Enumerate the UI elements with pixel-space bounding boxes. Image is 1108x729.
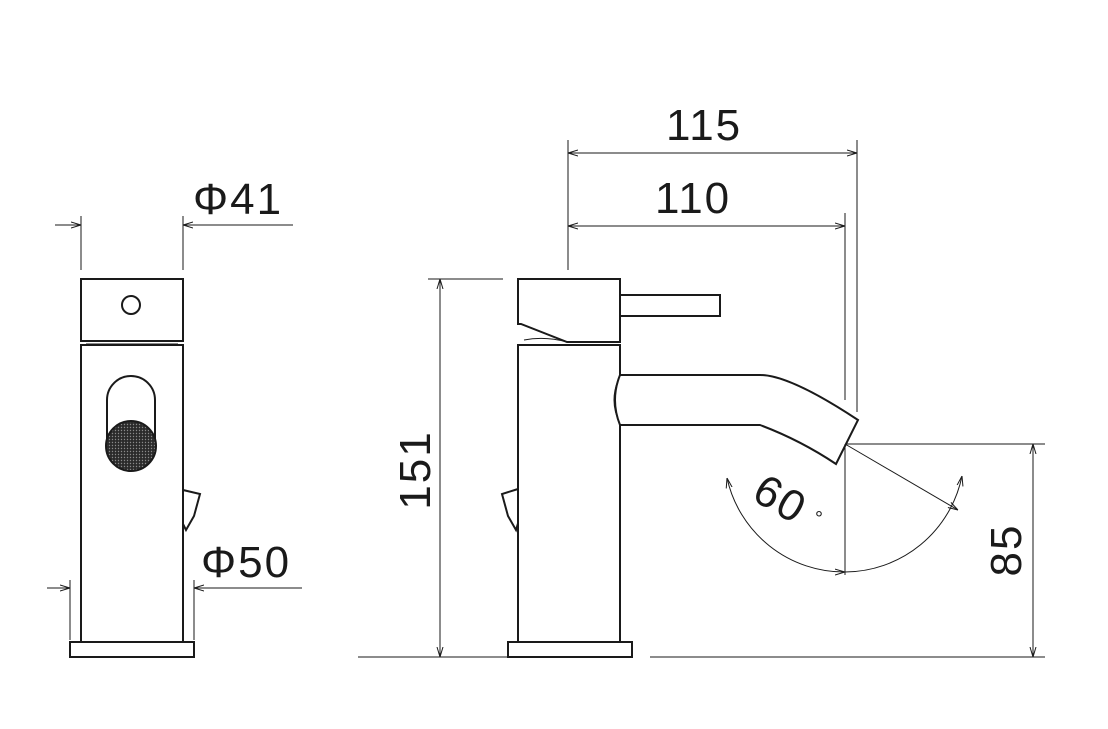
dim-spray-angle: 60 bbox=[745, 465, 815, 534]
aerator-mesh-icon bbox=[105, 420, 157, 472]
dim-spout-height: 85 bbox=[982, 524, 1031, 577]
front-base bbox=[69, 641, 195, 658]
dim-reach-outer: 115 bbox=[666, 101, 742, 150]
side-body bbox=[517, 344, 621, 643]
dim-base-diameter: Φ50 bbox=[201, 538, 291, 587]
side-base bbox=[507, 641, 633, 658]
angle-arc bbox=[727, 478, 845, 572]
side-spout bbox=[614, 374, 860, 466]
dim-degree-mark: ° bbox=[815, 508, 823, 530]
dim-reach-inner: 110 bbox=[655, 174, 731, 223]
dim-top-diameter: Φ41 bbox=[193, 175, 283, 224]
front-body bbox=[80, 344, 184, 643]
side-lever-handle bbox=[619, 294, 721, 317]
front-view: Φ41 Φ50 bbox=[47, 175, 302, 658]
cap-indicator-icon bbox=[121, 295, 141, 315]
spout-opening bbox=[106, 375, 156, 449]
side-rear-lever bbox=[500, 487, 521, 533]
side-view: 115 110 151 85 60 ° bbox=[358, 101, 1045, 658]
dim-total-height: 151 bbox=[391, 430, 440, 509]
side-handle-cap bbox=[517, 278, 621, 343]
front-handle-cap bbox=[80, 278, 184, 342]
